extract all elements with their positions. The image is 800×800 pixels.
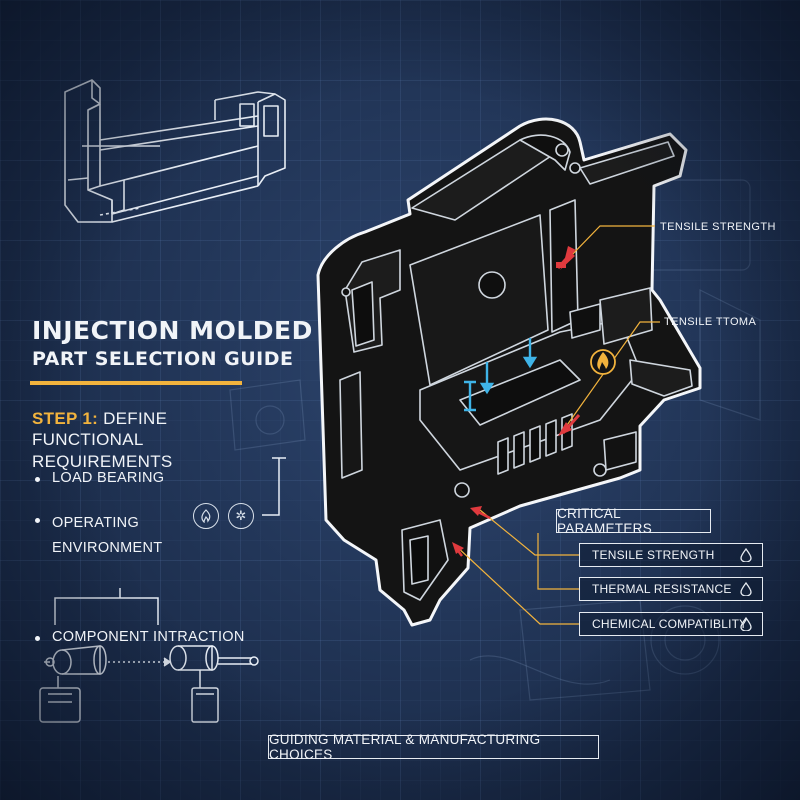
- parameter-thermal-resistance: THERMAL RESISTANCE: [579, 577, 763, 601]
- bracket-wireframe: [64, 79, 286, 223]
- step-label: STEP 1:: [32, 409, 99, 428]
- page-title: INJECTION MOLDED PART SELECTION GUIDE: [32, 316, 313, 371]
- snowflake-icon: ✲: [228, 503, 254, 529]
- callout-tensile-ttoma: TENSILE TTOMA: [664, 316, 757, 328]
- parameter-chemical-compatibility: CHEMICAL COMPATIBLITY: [579, 612, 763, 636]
- requirements-list: LOAD BEARING OPERATING ENVIRONMENT COMPO…: [32, 470, 245, 645]
- droplet-icon: [740, 617, 752, 631]
- list-item: COMPONENT INTRACTION: [32, 629, 245, 645]
- list-item: OPERATING ENVIRONMENT: [32, 511, 212, 562]
- callout-tensile-strength: TENSILE STRENGTH: [660, 221, 776, 233]
- title-line-2: PART SELECTION GUIDE: [32, 348, 294, 371]
- title-line-1: INJECTION MOLDED: [32, 316, 313, 345]
- list-item: LOAD BEARING: [32, 470, 245, 486]
- droplet-icon: [740, 548, 752, 562]
- parameter-label: CHEMICAL COMPATIBLITY: [592, 617, 748, 631]
- fire-icon: [193, 503, 219, 529]
- title-underline: [30, 381, 242, 385]
- critical-parameters-header: CRITICAL PARAMETERS: [556, 506, 711, 536]
- parameter-label: TENSILE STRENGTH: [592, 548, 715, 562]
- parameter-tensile-strength: TENSILE STRENGTH: [579, 543, 763, 567]
- component-interaction-sketch: [39, 588, 259, 723]
- step-text: DEFINE FUNCTIONAL REQUIREMENTS: [32, 409, 173, 471]
- step-heading: STEP 1: DEFINE FUNCTIONAL REQUIREMENTS: [32, 408, 272, 472]
- parameter-label: THERMAL RESISTANCE: [592, 582, 732, 596]
- footer-banner: GUIDING MATERIAL & MANUFACTURING CHOICES: [268, 732, 599, 762]
- fire-badge-icon: [590, 349, 616, 375]
- droplet-icon: [740, 582, 752, 596]
